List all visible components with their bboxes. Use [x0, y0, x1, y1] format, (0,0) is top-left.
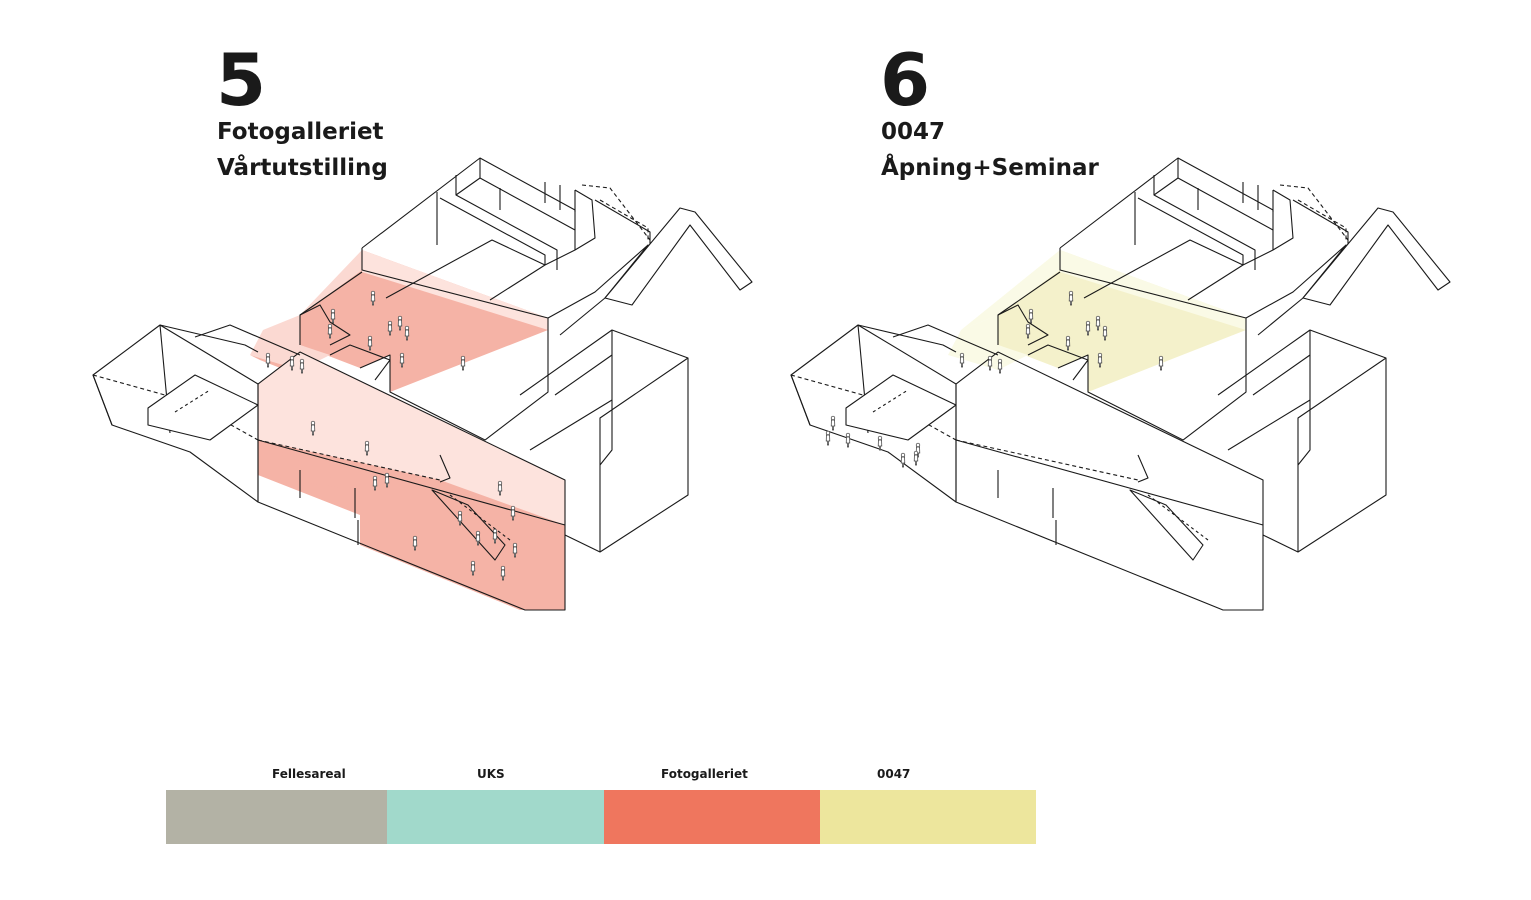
- panel-6-title: 0047: [881, 119, 946, 145]
- legend-swatch-0047: [820, 790, 1036, 844]
- legend-swatch-uks: [387, 790, 604, 844]
- panel-5-subtitle: Vårtutstilling: [217, 155, 388, 181]
- legend-label-fotogalleriet: Fotogalleriet: [661, 767, 748, 781]
- diagram-panel-6: [790, 157, 1451, 611]
- legend-swatch-fellesareal: [166, 790, 387, 844]
- legend-label-uks: UKS: [477, 767, 505, 781]
- panel-6-number: 6: [880, 38, 930, 122]
- legend-swatch-fotogalleriet: [604, 790, 820, 844]
- panel-5-title: Fotogalleriet: [217, 119, 384, 145]
- legend-label-0047: 0047: [877, 767, 911, 781]
- panel-5-number: 5: [216, 38, 266, 122]
- panel-6-subtitle: Åpning+Seminar: [881, 155, 1099, 181]
- diagram-panel-5: [92, 157, 753, 611]
- legend-label-fellesareal: Fellesareal: [272, 767, 346, 781]
